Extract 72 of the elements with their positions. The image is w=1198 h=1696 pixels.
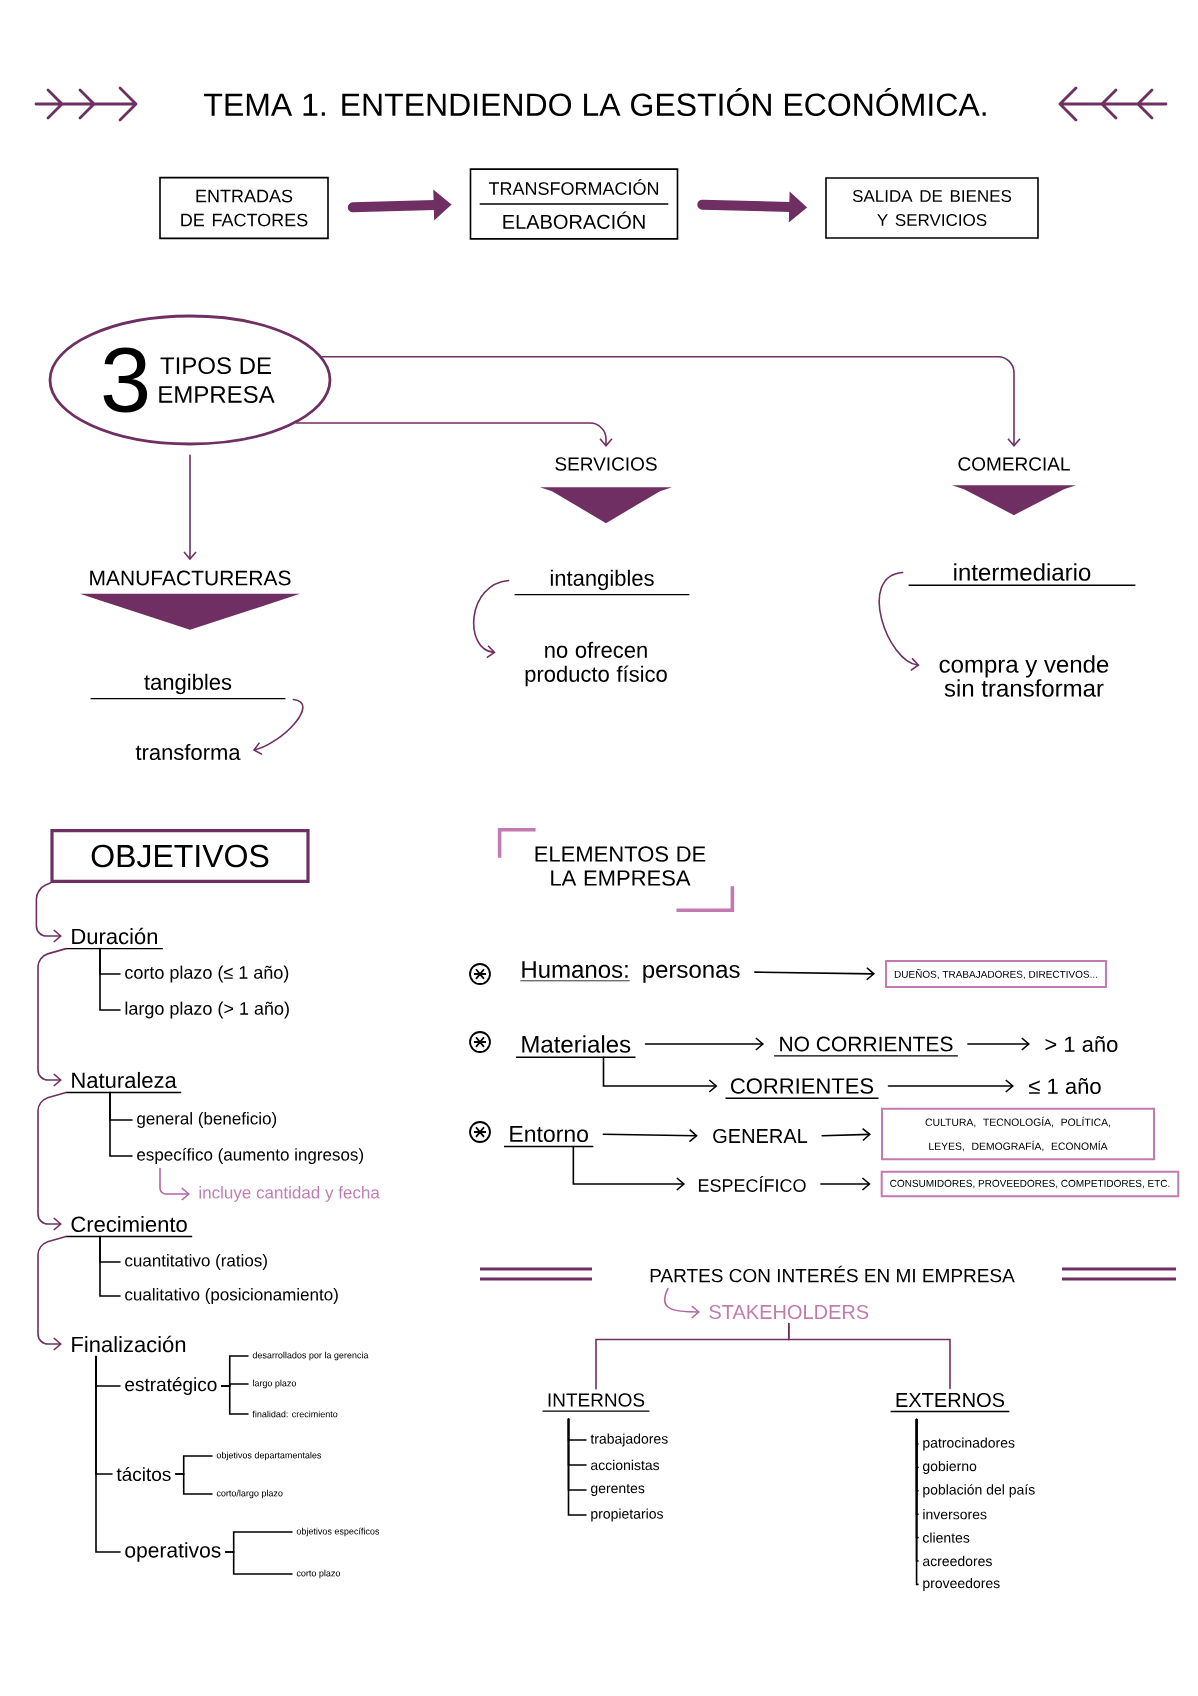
list-item: estratégico: [125, 1377, 217, 1395]
arrow: [820, 1177, 871, 1191]
note-text: Entorno: [503, 1126, 595, 1148]
process-box: SALIDA DE BIENES Y SERVICIOS: [825, 177, 1039, 239]
arrow: [159, 1167, 190, 1201]
arrow: [35, 882, 62, 943]
arrow: [821, 1127, 871, 1142]
list-item: largo plazo (> 1 año): [125, 1001, 289, 1019]
arrow: [602, 1056, 718, 1093]
connector-line: [95, 1355, 121, 1553]
arrow: [37, 947, 67, 1087]
heading: COMERCIAL: [952, 457, 1076, 516]
arrow: [37, 1235, 67, 1351]
note-text: > 1 año: [1045, 1036, 1118, 1052]
note-text: ESPECÍFICO: [698, 1176, 806, 1192]
heading: SERVICIOS: [540, 457, 672, 524]
note-text: Humanos: personas: [520, 961, 740, 983]
note-text: NO CORRIENTES: [773, 1036, 959, 1057]
note-text: intangibles: [513, 569, 691, 596]
heading: EXTERNOS: [889, 1392, 1011, 1413]
note-text: GENERAL: [713, 1128, 808, 1144]
heading: Naturaleza: [65, 1071, 182, 1094]
heading: ELEMENTOS DE LA EMPRESA: [497, 828, 735, 912]
arrow: [754, 966, 876, 981]
note-text: compra y vende sin transformar: [939, 655, 1109, 697]
note-text: STAKEHOLDERS: [709, 1304, 869, 1320]
note-text: tangibles: [89, 673, 287, 700]
heading: Crecimiento: [65, 1215, 193, 1238]
list-item: tácitos: [116, 1466, 171, 1482]
note-text: ≤ 1 año: [1029, 1078, 1101, 1094]
heading: MANUFACTURERAS: [80, 570, 300, 630]
heading: PARTES CON INTERÉS EN MI EMPRESA: [650, 1265, 1015, 1283]
arrow: [472, 579, 510, 659]
arrow: [663, 1287, 700, 1319]
arrow: [37, 1091, 67, 1231]
list-item: corto plazo (≤ 1 año): [125, 965, 289, 983]
heading-box: OBJETIVOS: [50, 829, 310, 883]
heading: Finalización: [72, 1335, 186, 1353]
note-text: Materiales: [515, 1035, 637, 1058]
connector-line: [788, 1322, 951, 1390]
note-text: no ofrecen producto físico: [525, 641, 667, 687]
title: TEMA 1. ENTENDIENDO LA GESTIÓN ECONÓMICA.: [204, 88, 986, 117]
note-text: CORRIENTES: [724, 1078, 880, 1099]
heading: INTERNOS: [541, 1393, 651, 1412]
arrow: [572, 1145, 686, 1191]
list-item: operativos: [125, 1542, 221, 1562]
list-item: cualitativo (posicionamiento): [125, 1288, 338, 1304]
connector-line: [99, 1235, 121, 1297]
arrow: [321, 355, 1021, 447]
process-box: TRANSFORMACIÓN ELABORACIÓN: [469, 168, 679, 240]
note-text: incluye cantidad y fecha: [199, 1186, 380, 1202]
arrow: [183, 454, 197, 561]
connector-line: [109, 1091, 133, 1157]
note-text: transforma: [135, 743, 241, 761]
arrow: [878, 571, 920, 672]
arrow: [252, 698, 304, 756]
process-box: ENTRADAS DE FACTORES: [159, 176, 329, 240]
arrow: [644, 1037, 765, 1051]
connector-line: [224, 1551, 293, 1575]
connector-line: [220, 1385, 249, 1415]
arrow: [602, 1128, 698, 1143]
connector-line: [99, 947, 121, 1011]
connector-line: [567, 1418, 587, 1516]
connector-line: [174, 1473, 213, 1495]
arrow: [887, 1079, 1014, 1093]
arrow: [967, 1037, 1030, 1051]
list-item: específico (aumento ingresos): [137, 1148, 363, 1164]
list-item: general (beneficio): [137, 1112, 277, 1128]
note-text: intermediario: [907, 563, 1137, 586]
heading: Duración: [65, 927, 164, 950]
list-item: cuantitativo (ratios): [125, 1254, 267, 1270]
arrow: [295, 422, 613, 447]
